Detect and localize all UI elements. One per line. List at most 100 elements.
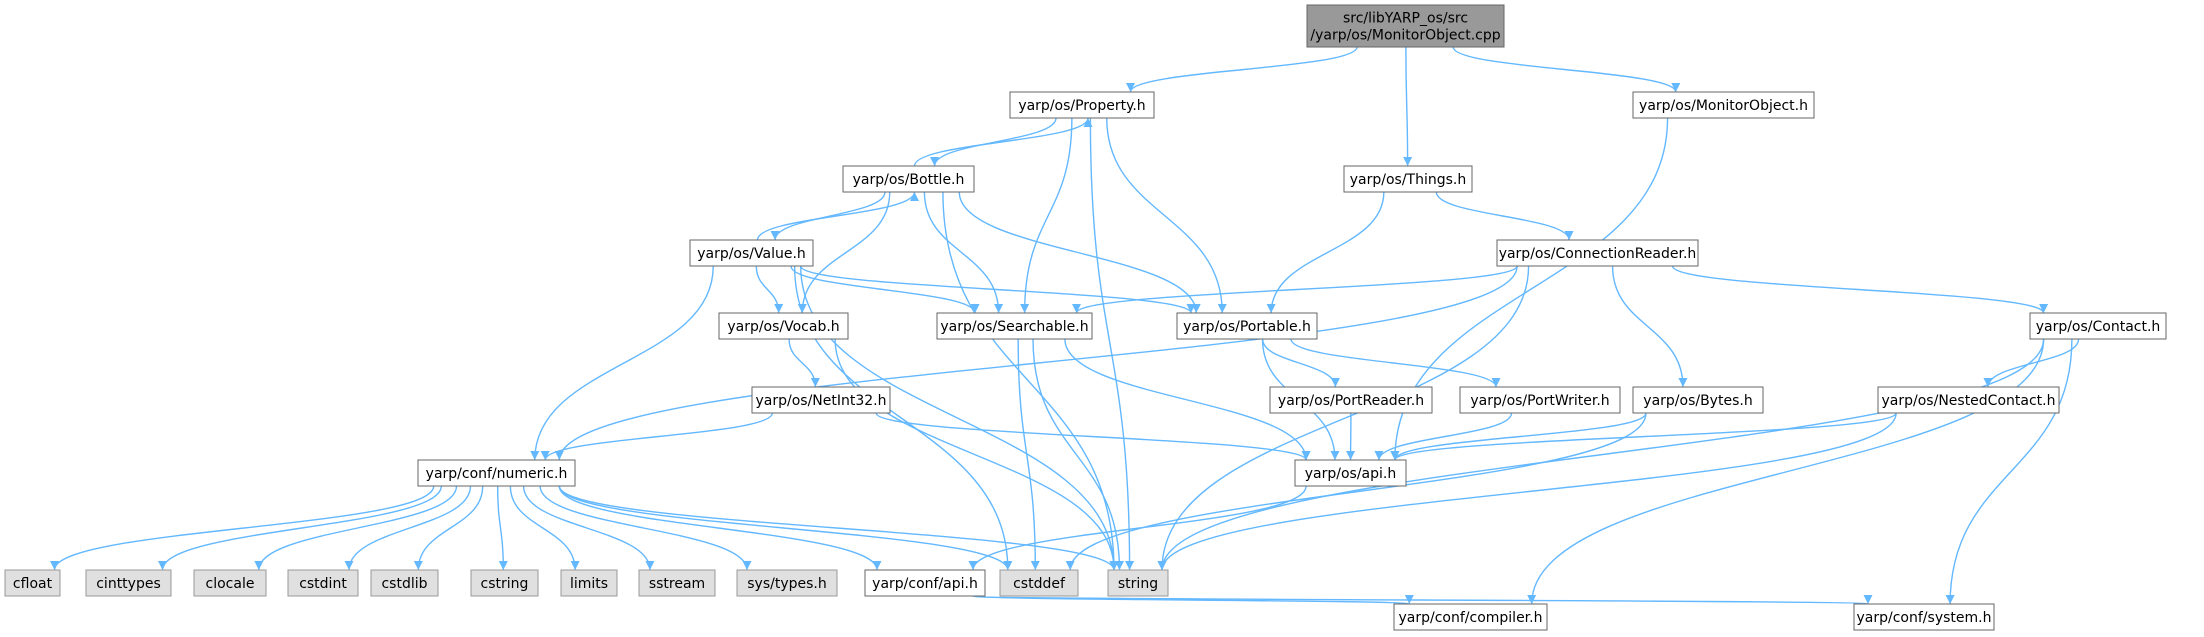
node-netint32[interactable]: yarp/os/NetInt32.h <box>751 386 891 414</box>
node-value[interactable]: yarp/os/Value.h <box>689 239 814 267</box>
edge-searchable-to-cstddef <box>1017 338 1040 571</box>
node-label: cstring <box>481 576 529 592</box>
edge-bottle-to-portable <box>958 191 1201 314</box>
edge-property-to-string <box>1089 117 1135 571</box>
node-box <box>936 312 1093 340</box>
edge-root-to-things <box>1403 46 1413 167</box>
node-box <box>287 569 359 597</box>
edge-value-to-portable <box>800 265 1196 314</box>
edge-numeric-to-cinttypes <box>158 485 442 571</box>
node-nestedcontact[interactable]: yarp/os/NestedContact.h <box>1877 386 2060 414</box>
edge-bytes-to-osapi <box>1390 412 1647 461</box>
node-box <box>1107 569 1169 597</box>
node-bytes[interactable]: yarp/os/Bytes.h <box>1632 386 1764 414</box>
edge <box>755 265 784 314</box>
edge <box>1261 338 1340 388</box>
edge-numeric-to-systypes <box>539 485 752 571</box>
edge-value-to-bottle <box>756 191 919 241</box>
node-box <box>1496 239 1699 267</box>
node-compiler[interactable]: yarp/conf/compiler.h <box>1393 603 1548 631</box>
edge-bottle-to-string <box>942 191 1119 571</box>
node-box <box>417 459 576 487</box>
edge-connectionreader-to-bytes <box>1611 265 1688 388</box>
edge <box>968 485 1307 571</box>
edge-numeric-to-cstdint <box>344 485 472 571</box>
nodes: src/libYARP_os/src/yarp/os/MonitorObject… <box>4 4 2167 631</box>
node-box <box>736 569 838 597</box>
node-label: sys/types.h <box>747 576 826 592</box>
edge-numeric-to-clocale <box>254 485 458 571</box>
edge <box>1106 117 1227 314</box>
node-label: yarp/conf/numeric.h <box>426 466 568 482</box>
node-portwriter[interactable]: yarp/os/PortWriter.h <box>1459 386 1621 414</box>
node-portable[interactable]: yarp/os/Portable.h <box>1176 312 1318 340</box>
node-monitorobject[interactable]: yarp/os/MonitorObject.h <box>1632 91 1815 119</box>
edge <box>1403 46 1413 167</box>
edge <box>1435 191 1574 241</box>
node-box <box>864 569 986 597</box>
node-searchable[interactable]: yarp/os/Searchable.h <box>936 312 1093 340</box>
edge-nestedcontact-to-string <box>1157 412 1897 571</box>
node-confapi[interactable]: yarp/conf/api.h <box>864 569 986 597</box>
node-contact[interactable]: yarp/os/Contact.h <box>2029 312 2167 340</box>
node-label: yarp/conf/compiler.h <box>1399 610 1543 626</box>
edge <box>1452 46 1681 93</box>
node-label: cstdlib <box>381 576 427 592</box>
edge-contact-to-system <box>1945 338 2073 605</box>
node-system[interactable]: yarp/conf/system.h <box>1853 603 1995 631</box>
edge-vocab-to-string <box>834 338 1119 571</box>
node-box <box>718 312 849 340</box>
node-box <box>1853 603 1995 631</box>
node-label: cfloat <box>13 576 53 592</box>
node-property[interactable]: yarp/os/Property.h <box>1009 91 1155 119</box>
node-label: yarp/os/Things.h <box>1350 172 1467 188</box>
edge <box>413 485 484 571</box>
edge <box>554 265 1518 461</box>
edge-netint32-to-osapi <box>875 412 1311 461</box>
edge-nestedcontact-to-osapi <box>1390 412 1897 461</box>
node-numeric[interactable]: yarp/conf/numeric.h <box>417 459 576 487</box>
edge-osapi-to-confapi <box>968 485 1307 571</box>
edge-bottle-to-property <box>913 117 1093 167</box>
edge-connectionreader-to-contact <box>1671 265 2048 314</box>
edge <box>788 338 820 388</box>
node-box <box>560 569 618 597</box>
edge <box>800 265 1119 571</box>
edge <box>1126 46 1358 93</box>
node-root[interactable]: src/libYARP_os/src/yarp/os/MonitorObject… <box>1306 4 1505 48</box>
node-things[interactable]: yarp/os/Things.h <box>1343 165 1473 193</box>
node-box <box>1632 91 1815 119</box>
edge <box>530 265 714 461</box>
edge-bytes-to-cstddef <box>1065 412 1647 571</box>
node-label: yarp/os/Bytes.h <box>1643 393 1752 409</box>
node-label: /yarp/os/MonitorObject.cpp <box>1310 28 1500 44</box>
node-osapi[interactable]: yarp/os/api.h <box>1294 459 1407 487</box>
edge-contact-to-string <box>1157 338 2045 571</box>
edge <box>1611 265 1688 388</box>
node-label: yarp/os/Contact.h <box>2036 319 2161 335</box>
node-box <box>193 569 267 597</box>
edge <box>1032 338 1124 571</box>
edge <box>1266 191 1385 314</box>
edge-portable-to-portreader <box>1261 338 1340 388</box>
node-label: yarp/os/Searchable.h <box>940 319 1088 335</box>
node-box <box>751 386 891 414</box>
node-connectionreader[interactable]: yarp/os/ConnectionReader.h <box>1496 239 1699 267</box>
node-sstream: sstream <box>638 569 716 597</box>
edge-bottle-to-value <box>770 191 886 241</box>
edge-numeric-to-cstdlib <box>413 485 484 571</box>
node-string: string <box>1107 569 1169 597</box>
node-label: yarp/os/Value.h <box>697 246 806 262</box>
edge <box>1671 265 2048 314</box>
node-box <box>1294 459 1407 487</box>
node-box <box>638 569 716 597</box>
edge-root-to-property <box>1126 46 1358 93</box>
edge-contact-to-nestedcontact <box>1983 338 2080 388</box>
edge-things-to-connectionreader <box>1435 191 1574 241</box>
edge-searchable-to-string <box>1032 338 1124 571</box>
node-portreader[interactable]: yarp/os/PortReader.h <box>1269 386 1433 414</box>
edge <box>558 485 1013 571</box>
node-bottle[interactable]: yarp/os/Bottle.h <box>842 165 975 193</box>
edge <box>1020 117 1073 314</box>
node-vocab[interactable]: yarp/os/Vocab.h <box>718 312 849 340</box>
